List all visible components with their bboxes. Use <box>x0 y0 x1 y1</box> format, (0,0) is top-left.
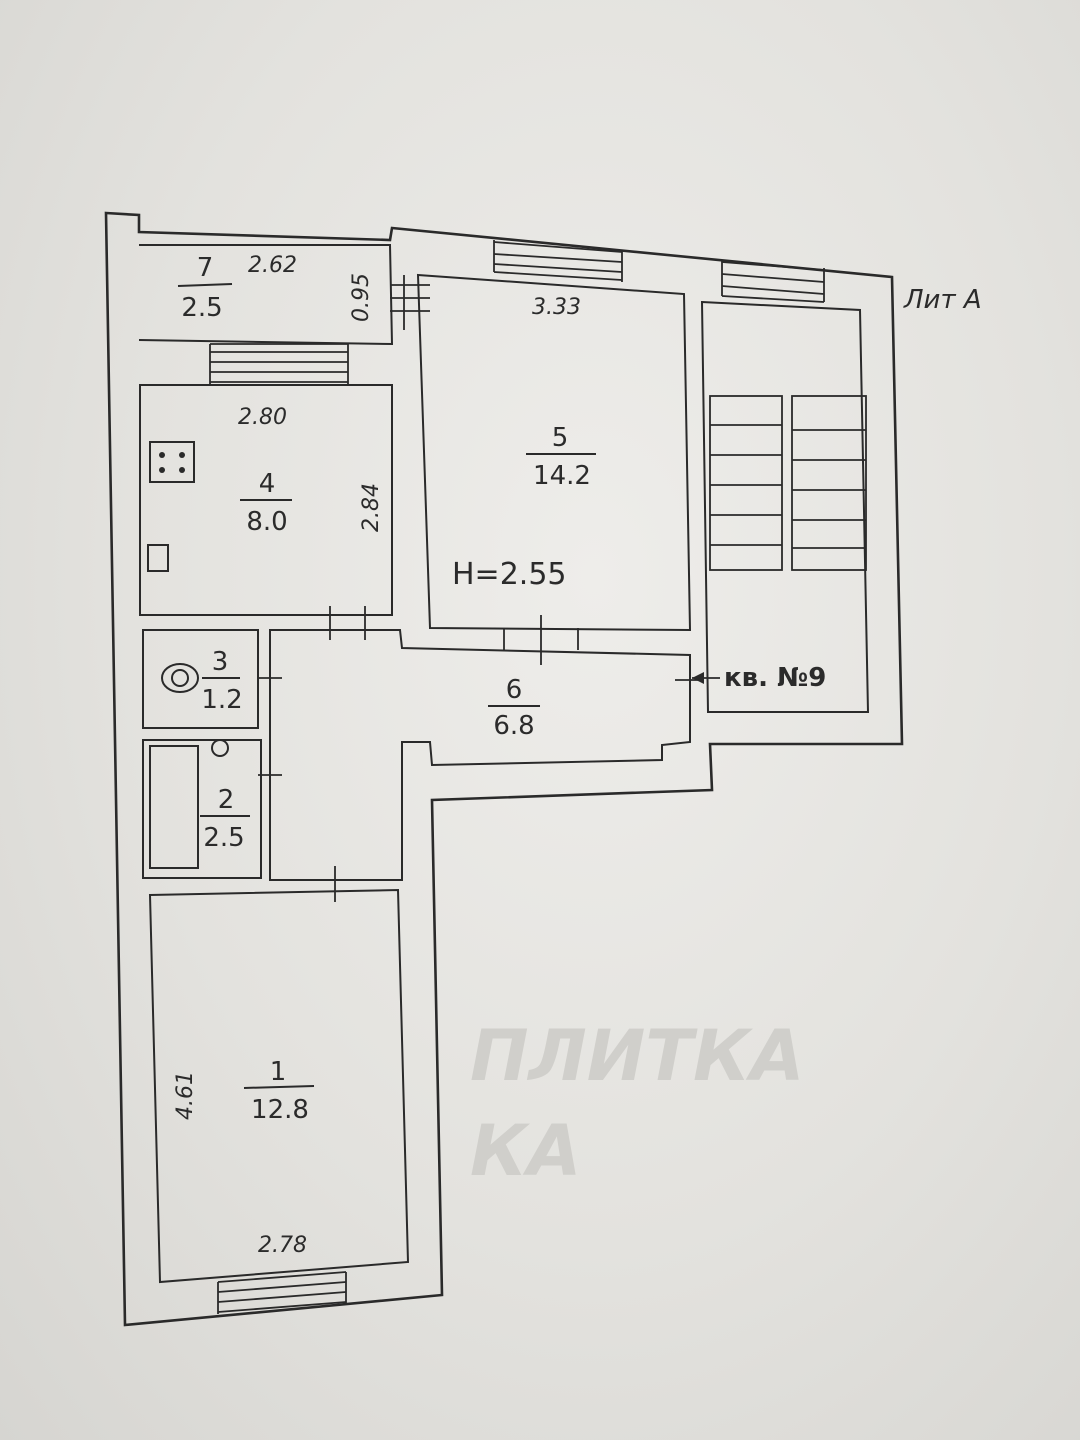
room-7-number: 7 <box>197 253 214 283</box>
room-2-number: 2 <box>218 785 235 815</box>
bath-outline <box>142 739 262 879</box>
liter-label: Лит А <box>903 285 982 315</box>
balcony-depth-dim: 0.95 <box>349 273 374 322</box>
bathtub-icon <box>149 745 199 869</box>
apartment-label: кв. №9 <box>724 663 826 693</box>
balcony-door <box>390 275 430 330</box>
window-room1 <box>217 1271 347 1314</box>
stove-burner-icon <box>159 467 165 473</box>
room5-outline <box>416 273 692 632</box>
stairwell-outline <box>700 300 870 713</box>
room-3-area: 1.2 <box>201 685 242 715</box>
room-7-fraction-line <box>177 283 233 287</box>
room-4-number: 4 <box>259 469 276 499</box>
outer-wall <box>104 211 904 1327</box>
room-6-number: 6 <box>506 675 523 705</box>
door-marks <box>258 606 700 902</box>
bleed-text-1: ПЛИТКА <box>470 1015 804 1097</box>
kitchen-outline <box>139 384 393 616</box>
room-6-area: 6.8 <box>493 711 534 741</box>
balcony-outline <box>138 244 394 346</box>
room1-outline <box>148 888 410 1284</box>
corridor-outline <box>269 629 691 881</box>
stair-treads <box>709 395 867 571</box>
room-1-width-dim: 2.78 <box>258 1233 307 1258</box>
room-5-width-dim: 3.33 <box>532 295 581 320</box>
window-stairwell <box>721 260 825 303</box>
room-1-fraction-line <box>243 1085 315 1089</box>
ceiling-height-label: H=2.55 <box>452 557 567 592</box>
room-4-area: 8.0 <box>246 507 287 537</box>
room-1-length-dim: 4.61 <box>173 1071 198 1120</box>
sink-icon <box>211 739 229 757</box>
window-room5 <box>493 240 623 282</box>
stove-burner-icon <box>179 452 185 458</box>
stove-icon <box>149 441 195 483</box>
room-5-number: 5 <box>552 423 569 453</box>
stove-burner-icon <box>159 452 165 458</box>
balcony-width-dim: 2.62 <box>248 253 297 278</box>
room-7-area: 2.5 <box>181 293 222 323</box>
room-3-number: 3 <box>212 647 229 677</box>
kitchen-length-dim: 2.84 <box>359 483 384 532</box>
stove-burner-icon <box>179 467 185 473</box>
room-1-number: 1 <box>270 1057 287 1087</box>
room-5-area: 14.2 <box>533 461 591 491</box>
window-balcony <box>209 343 349 384</box>
bleed-text-2: КА <box>470 1110 581 1192</box>
toilet-icon <box>161 663 199 693</box>
apartment-pointer <box>692 672 720 684</box>
room-1-area: 12.8 <box>251 1095 309 1125</box>
kitchen-sink-icon <box>147 544 169 572</box>
toilet-bowl-icon <box>171 669 189 687</box>
wc-outline <box>142 629 259 729</box>
room-2-area: 2.5 <box>203 823 244 853</box>
kitchen-width-dim: 2.80 <box>238 405 287 430</box>
